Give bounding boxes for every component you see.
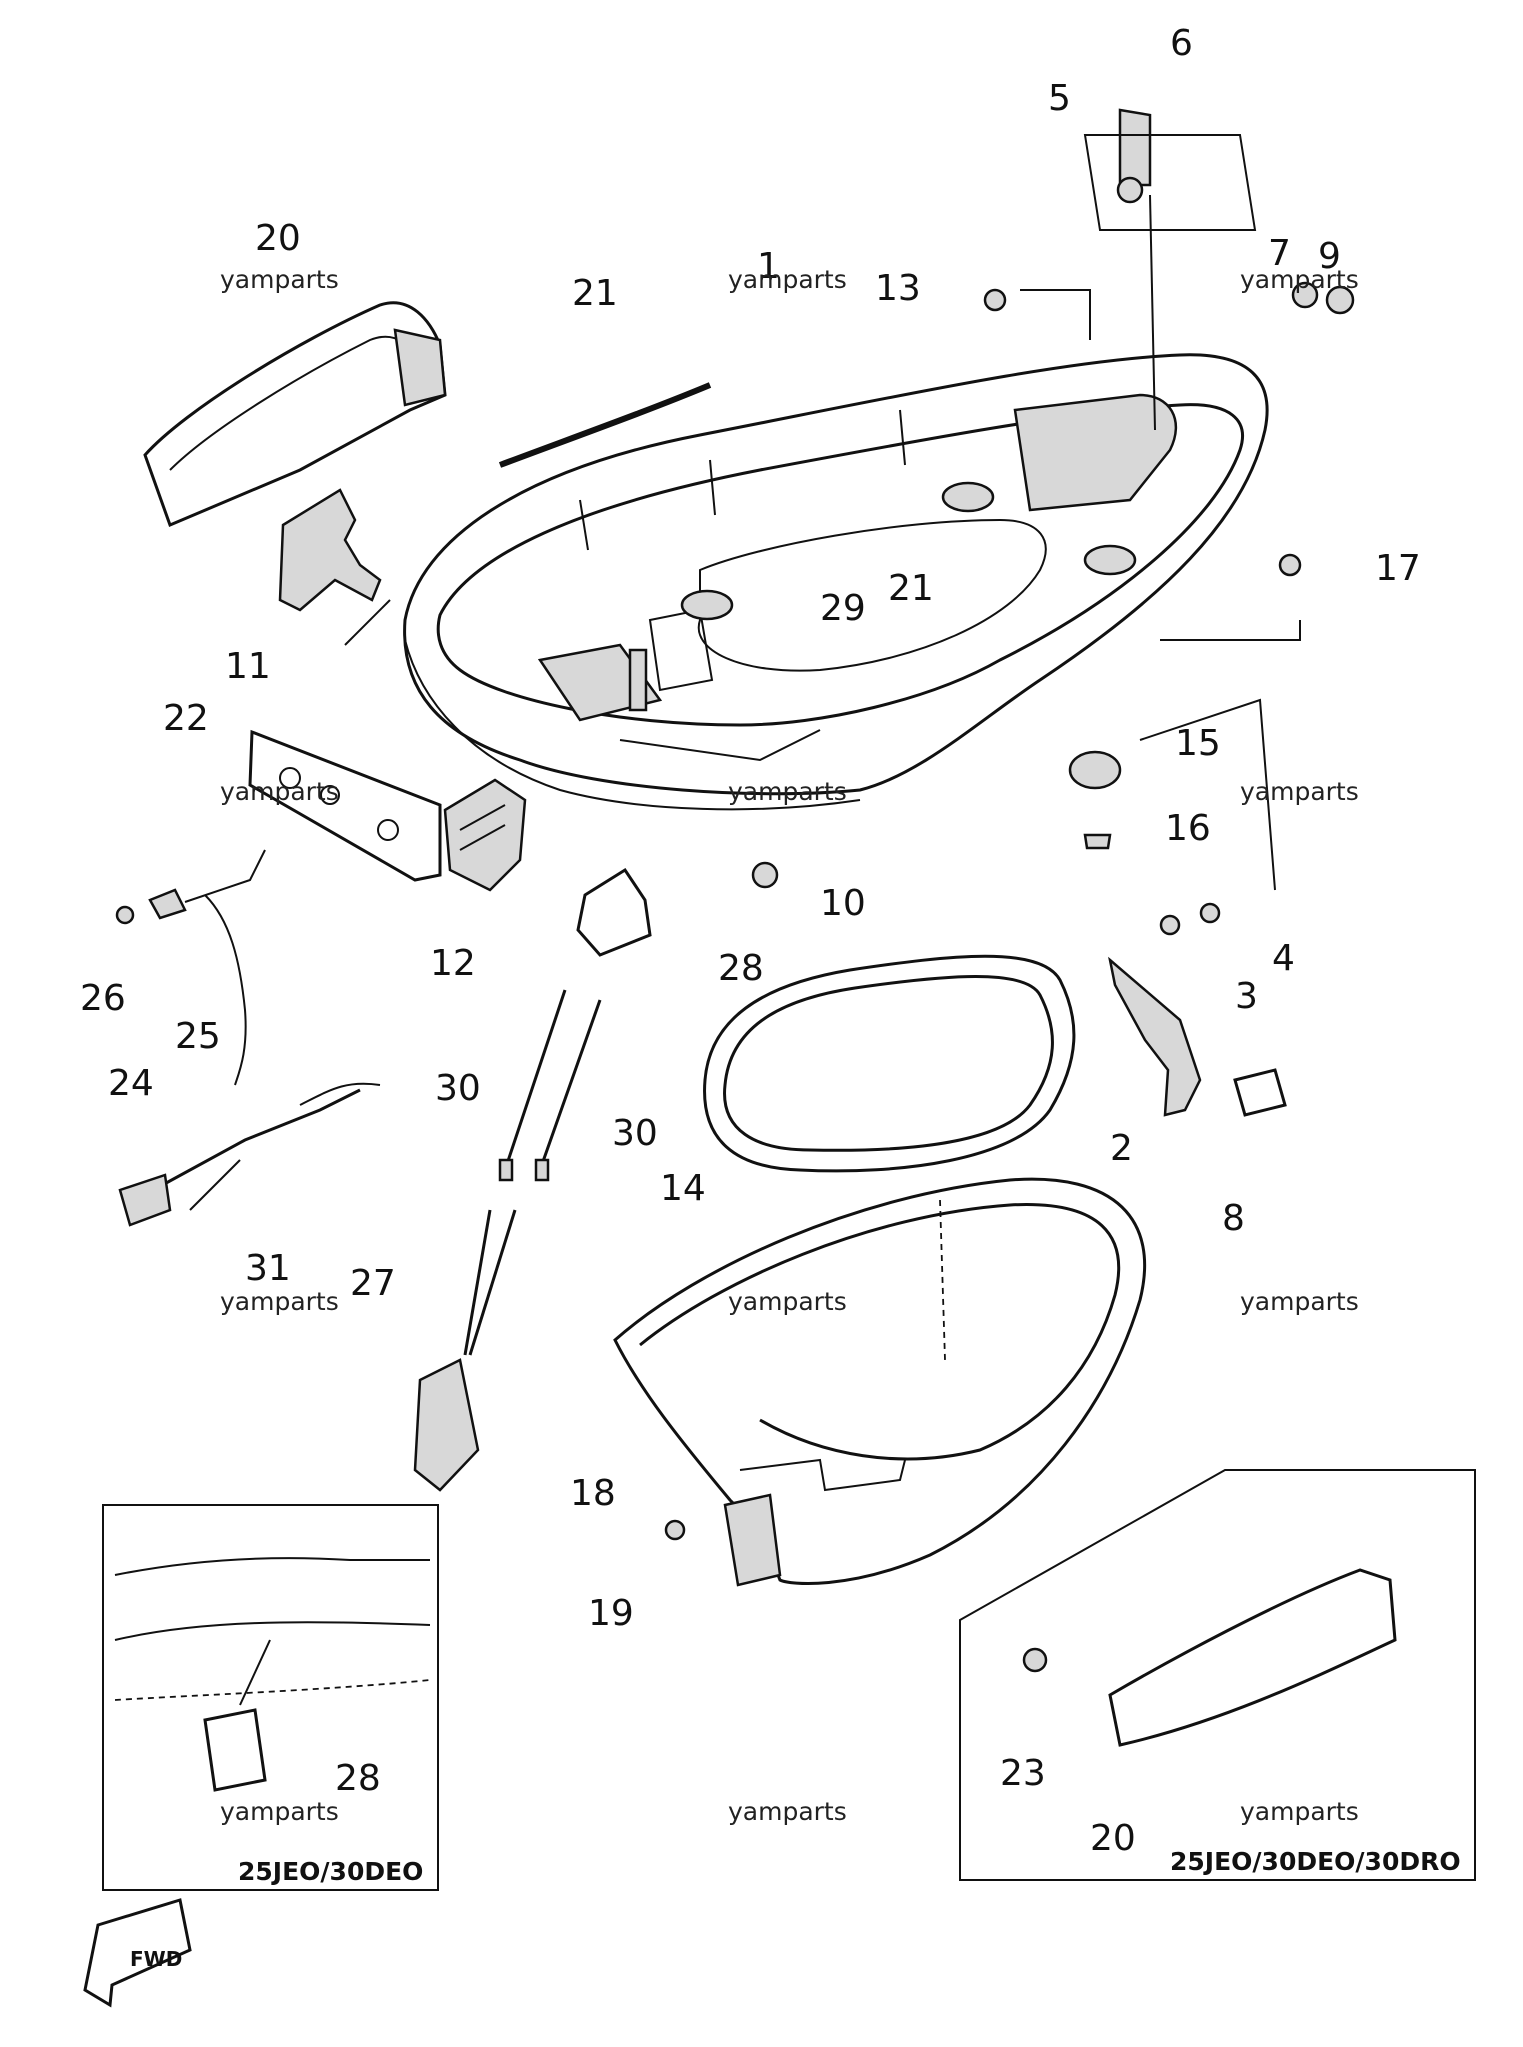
inset-left — [102, 1504, 439, 1891]
lower-case — [613, 1177, 1146, 1587]
callout-28: 28 — [718, 948, 764, 989]
watermark: yamparts — [728, 777, 847, 806]
reference-lines — [189, 134, 1301, 1211]
watermark: yamparts — [220, 777, 339, 806]
callout-5: 5 — [1048, 78, 1071, 119]
callout-24: 24 — [108, 1063, 154, 1104]
watermarks: yamparts yamparts yamparts yamparts yamp… — [220, 265, 1359, 1826]
watermark: yamparts — [220, 1797, 339, 1826]
callout-25: 25 — [175, 1016, 221, 1057]
inset-left-caption: 25JEO/30DEO — [238, 1857, 423, 1886]
callout-11: 11 — [225, 646, 271, 687]
callout-4: 4 — [1272, 938, 1295, 979]
watermark: yamparts — [1240, 265, 1359, 294]
callout-13: 13 — [875, 268, 921, 309]
watermark: yamparts — [728, 1797, 847, 1826]
callout-31: 31 — [245, 1248, 291, 1289]
inset-right — [959, 1469, 1476, 1881]
callout-15: 15 — [1175, 723, 1221, 764]
callout-1: 1 — [757, 246, 780, 287]
callout-29: 29 — [820, 588, 866, 629]
fwd-label: FWD — [130, 1947, 182, 1971]
callout-6: 6 — [1170, 23, 1193, 64]
callout-16: 16 — [1165, 808, 1211, 849]
hardware-top-right — [664, 108, 1355, 1541]
lead-27 — [413, 1209, 517, 1492]
callout-18: 18 — [570, 1473, 616, 1514]
callout-14: 14 — [660, 1168, 706, 1209]
cables-30 — [498, 989, 602, 1182]
watermark: yamparts — [728, 265, 847, 294]
grommet-15 — [1068, 750, 1122, 850]
callout-9: 9 — [1318, 236, 1341, 277]
harness-31 — [118, 1082, 381, 1227]
cowling-seal — [703, 954, 1076, 1173]
bracket-2 — [1108, 902, 1287, 1117]
top-seal-left — [143, 301, 447, 528]
callout-12: 12 — [430, 943, 476, 984]
callout-21-lower: 21 — [888, 568, 934, 609]
callout-19: 19 — [588, 1593, 634, 1634]
inset-right-caption: 25JEO/30DEO/30DRO — [1170, 1847, 1461, 1876]
watermark: yamparts — [220, 1287, 339, 1316]
callout-17: 17 — [1375, 548, 1421, 589]
plate-22 — [248, 729, 442, 882]
watermark: yamparts — [1240, 1287, 1359, 1316]
callout-8: 8 — [1222, 1198, 1245, 1239]
watermark: yamparts — [1240, 1797, 1359, 1826]
fwd-arrow: FWD — [83, 1898, 192, 2008]
watermark: yamparts — [220, 265, 339, 294]
callout-26: 26 — [80, 978, 126, 1019]
callout-22: 22 — [163, 698, 209, 739]
callout-3: 3 — [1235, 976, 1258, 1017]
callout-28-inset: 28 — [335, 1758, 381, 1799]
watermark: yamparts — [1240, 777, 1359, 806]
switch-12 — [443, 778, 527, 892]
callout-labels: 1 2 3 4 5 6 7 8 9 10 11 12 13 14 15 16 1… — [80, 23, 1421, 1859]
callout-7: 7 — [1268, 233, 1291, 274]
callout-27: 27 — [350, 1263, 396, 1304]
cord-24-25 — [115, 849, 266, 1086]
callout-2: 2 — [1110, 1128, 1133, 1169]
callout-20: 20 — [255, 218, 301, 259]
callout-21-upper: 21 — [572, 273, 618, 314]
seal-strip — [498, 382, 712, 468]
callout-23: 23 — [1000, 1753, 1046, 1794]
grommet-28 — [576, 867, 652, 957]
watermark: yamparts — [728, 1287, 847, 1316]
callout-10: 10 — [820, 883, 866, 924]
callout-30-right: 30 — [612, 1113, 658, 1154]
callout-30-left: 30 — [435, 1068, 481, 1109]
bracket-11 — [278, 488, 382, 612]
bottom-cowling — [403, 353, 1269, 811]
callout-20-inset: 20 — [1090, 1818, 1136, 1859]
